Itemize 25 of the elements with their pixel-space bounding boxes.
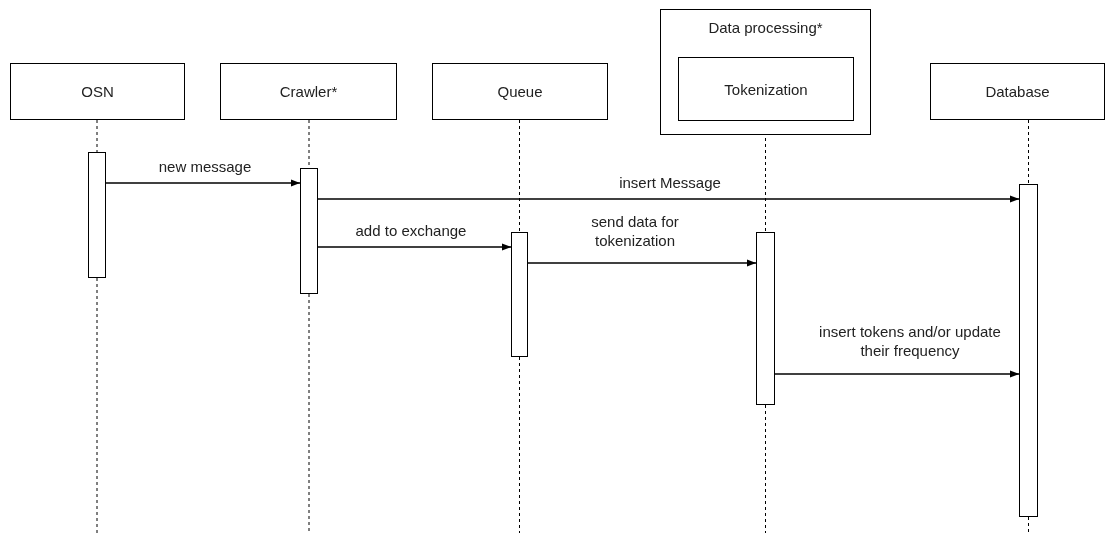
lifeline [1028,119,1029,185]
activation-bar [511,232,528,357]
participant-box: Crawler* [220,63,397,120]
edge-label: send data for tokenization [590,212,680,250]
participant-box: Queue [432,63,608,120]
group-title: Data processing* [707,19,824,36]
edge-label: add to exchange [354,221,468,240]
message-arrow [527,259,757,267]
edge-label: insert tokens and/or update their frequency [818,322,1002,360]
message-arrow [774,370,1020,378]
edge-label: new message [157,157,253,176]
lifeline [519,119,520,233]
participant-box: OSN [10,63,185,120]
group-frame [660,9,871,135]
lifeline [96,119,98,153]
edge-label: insert Message [618,173,722,192]
participant-box: Tokenization [678,57,854,121]
activation-bar [756,232,775,405]
message-arrow [105,179,301,187]
message-arrow [317,243,512,251]
activation-bar [1019,184,1038,517]
message-arrow [317,195,1020,203]
activation-bar [88,152,106,278]
participant-box: Database [930,63,1105,120]
activation-bar [300,168,318,294]
